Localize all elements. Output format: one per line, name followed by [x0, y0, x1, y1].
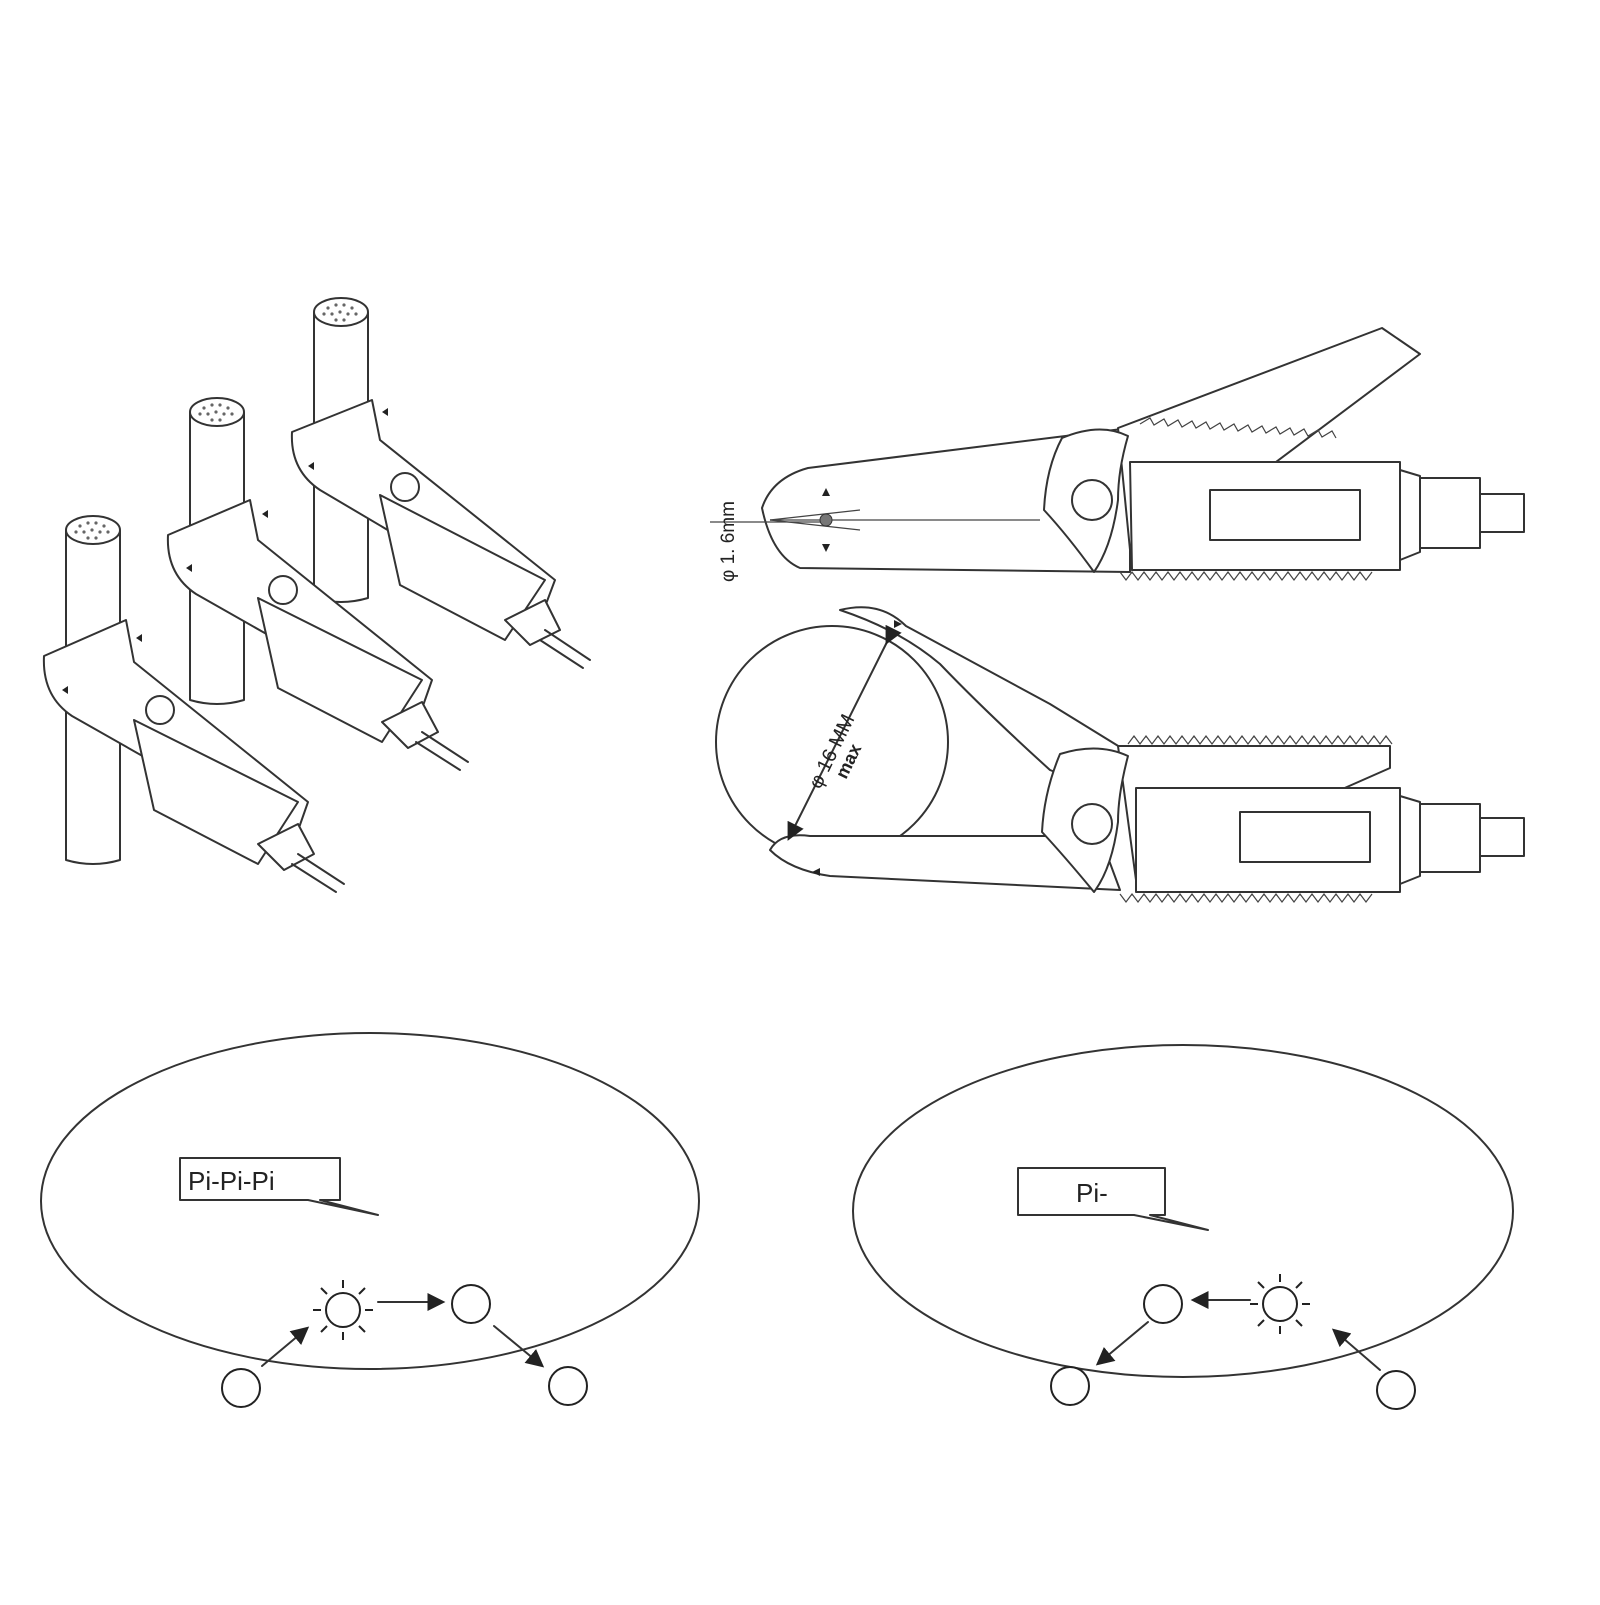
- speech-bubble-left: [179, 1157, 379, 1216]
- sun-icon: [1250, 1274, 1310, 1334]
- circle-icon: [451, 1284, 491, 1324]
- clip-open-view: φ 16 MM max: [715, 606, 1525, 903]
- arrow-icon: [261, 1326, 310, 1367]
- sun-icon: [313, 1280, 373, 1340]
- small-wire-dimension-label: φ 1. 6mm: [718, 501, 739, 582]
- circle-icon: [221, 1368, 261, 1408]
- circle-icon: [1143, 1284, 1183, 1324]
- circle-icon: [548, 1366, 588, 1406]
- clip-closed-view: φ 1. 6mm: [710, 327, 1525, 582]
- indicator-panel-left: Pi-Pi-Pi: [40, 1032, 700, 1408]
- speech-bubble-right: [1017, 1167, 1209, 1231]
- arrow-icon: [493, 1325, 545, 1368]
- circle-icon: [1050, 1366, 1090, 1406]
- clip-front: [42, 619, 345, 893]
- arrow-icon: [1331, 1328, 1381, 1371]
- clips-on-rods-illustration: [42, 297, 591, 893]
- sound-label-right: Pi-: [1076, 1178, 1108, 1208]
- clip-dimension-diagram: φ 1. 6mm φ 16 MM m: [710, 327, 1525, 903]
- circle-icon: [1376, 1370, 1416, 1410]
- clip-middle: [166, 499, 469, 771]
- sound-label-left: Pi-Pi-Pi: [188, 1166, 275, 1196]
- indicator-panel-right: Pi-: [852, 1044, 1514, 1410]
- arrow-icon: [1095, 1321, 1149, 1366]
- clip-back: [290, 399, 591, 669]
